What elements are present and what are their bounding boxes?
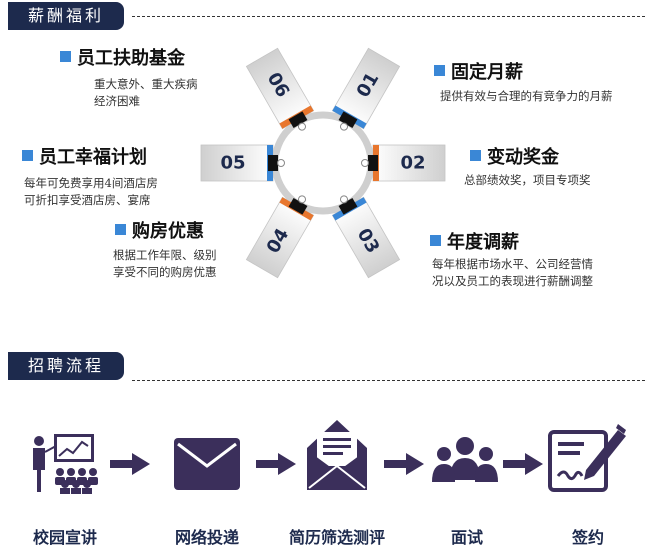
binder-ring [298,195,306,204]
item-desc-bonus: 总部绩效奖，项目专项奖 [464,173,591,187]
bullet-square-icon [434,65,445,76]
binder-ring [277,159,285,167]
wheel-card-04: 04 [245,195,315,279]
item-title-fixed-salary: 固定月薪 [434,58,523,84]
item-desc-happiness: 每年可免费享用4间酒店房可折扣享受酒店房、宴席 [24,176,158,207]
item-title-assistance: 员工扶助基金 [60,44,185,70]
wheel-card-05: 05 [200,144,285,182]
binder-ring [340,195,348,204]
arrow-right-icon [503,453,543,475]
binder-clip-icon [268,155,278,171]
wheel-card-number: 02 [400,153,425,174]
step-label-online-apply: 网络投递 [174,528,239,547]
bullet-square-icon [22,150,33,161]
bullet-square-icon [430,235,441,246]
section-divider [132,16,645,17]
open-letter-icon [307,420,367,490]
wheel-card-number: 05 [220,153,245,174]
contract-pen-icon [548,424,626,492]
wheel-card-02: 02 [361,144,446,182]
binder-clip-icon [338,111,358,129]
item-desc-housing: 根据工作年限、级别享受不同的购房优惠 [113,248,217,279]
item-desc-annual-raise: 每年根据市场水平、公司经营情况以及员工的表现进行薪酬调整 [432,257,593,288]
arrow-right-icon [384,453,424,475]
binder-clip-icon [288,197,308,215]
step-label-signing: 签约 [571,528,604,547]
step-label-screening: 简历筛选测评 [288,528,385,547]
wheel-card-body [200,144,274,182]
binder-clip-icon [338,197,358,215]
presentation-icon [33,434,98,494]
interview-group-icon [432,437,498,482]
bullet-square-icon [470,150,481,161]
binder-ring [361,159,369,167]
bullet-square-icon [60,51,71,62]
binder-ring [298,122,306,131]
wheel-card-03: 03 [331,195,401,279]
item-title-annual-raise: 年度调薪 [430,228,519,254]
binder-clip-icon [368,155,378,171]
section-title-recruitment: 招聘流程 [8,352,125,380]
section-title-benefits: 薪酬福利 [8,2,125,30]
item-title-bonus: 变动奖金 [470,143,559,169]
binder-clip-icon [288,111,308,129]
section-divider [132,380,645,381]
wheel-card-01: 01 [331,47,401,131]
item-desc-assistance: 重大意外、重大疾病经济困难 [94,77,198,108]
arrow-right-icon [110,453,150,475]
bullet-square-icon [115,224,126,235]
item-title-housing: 购房优惠 [115,217,204,243]
arrow-right-icon [256,453,296,475]
step-label-interview: 面试 [450,528,483,547]
center-ring [271,111,375,215]
wheel-card-body [372,144,446,182]
envelope-icon [174,438,240,490]
binder-ring [340,122,348,131]
item-title-happiness: 员工幸福计划 [22,143,147,169]
wheel-card-06: 06 [245,47,315,131]
step-label-campus-talk: 校园宣讲 [32,528,97,547]
item-desc-fixed-salary: 提供有效与合理的有竞争力的月薪 [440,89,613,103]
